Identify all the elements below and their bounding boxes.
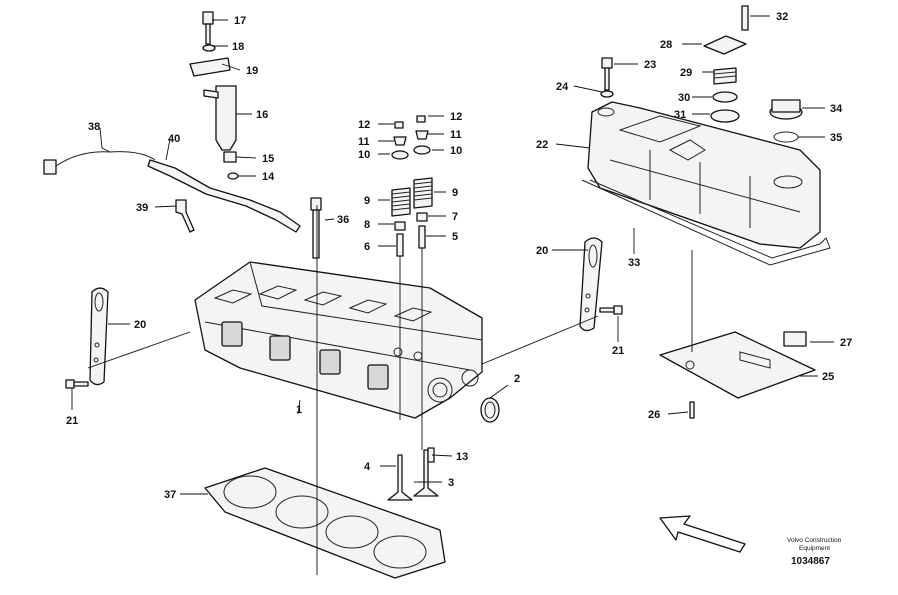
valve-cover (587, 101, 821, 249)
callout-40: 40 (168, 133, 180, 145)
lifting-bracket-right (579, 237, 603, 332)
callout-24: 24 (556, 81, 569, 93)
callout-10-left: 10 (358, 149, 370, 161)
callout-38: 38 (88, 121, 100, 133)
drawing-footer: Volvo Construction Equipment 1034867 (787, 537, 842, 567)
callout-16: 16 (256, 109, 268, 121)
callout-31: 31 (674, 109, 686, 121)
callout-35: 35 (830, 132, 842, 144)
cover-gasket (581, 179, 831, 266)
direction-arrow-icon (659, 515, 746, 553)
callout-15: 15 (262, 153, 274, 165)
callout-9-right: 9 (452, 187, 458, 199)
callout-2: 2 (514, 373, 520, 385)
breather-assembly (703, 5, 749, 123)
callout-8: 8 (364, 219, 370, 231)
callout-6: 6 (364, 241, 370, 253)
drawing-number: 1034867 (791, 556, 830, 567)
callout-20-right: 20 (536, 245, 548, 257)
callout-21-right: 21 (612, 345, 624, 357)
brand-line-1: Volvo Construction (787, 537, 842, 544)
callout-11-right: 11 (450, 129, 462, 141)
callout-36: 36 (337, 214, 349, 226)
callout-17: 17 (234, 15, 246, 27)
callout-37: 37 (164, 489, 176, 501)
callout-14: 14 (262, 171, 275, 183)
callout-32: 32 (776, 11, 788, 23)
callout-11-left: 11 (358, 136, 370, 148)
seal-plug (480, 397, 500, 423)
lifting-bracket-left (89, 287, 109, 386)
callout-18: 18 (232, 41, 244, 53)
callout-labels: 17 18 19 16 15 14 38 40 39 36 20 21 1 37… (66, 11, 852, 501)
callout-5: 5 (452, 231, 458, 243)
callout-34: 34 (830, 103, 843, 115)
callout-20-left: 20 (134, 319, 146, 331)
bolt-21-right (599, 305, 623, 315)
oil-filler-cap (769, 99, 803, 143)
callout-7: 7 (452, 211, 458, 223)
callout-21-left: 21 (66, 415, 78, 427)
cover-bolt (600, 57, 614, 98)
callout-9-left: 9 (364, 195, 370, 207)
callout-28: 28 (660, 39, 672, 51)
callout-33: 33 (628, 257, 640, 269)
callout-12-left: 12 (358, 119, 370, 131)
callout-23: 23 (644, 59, 656, 71)
callout-3: 3 (448, 477, 454, 489)
head-gasket (204, 467, 446, 579)
callout-13: 13 (456, 451, 468, 463)
callout-22: 22 (536, 139, 548, 151)
brand-line-2: Equipment (799, 545, 830, 552)
valve-train-right (413, 115, 433, 249)
callout-29: 29 (680, 67, 692, 79)
callout-30: 30 (678, 92, 690, 104)
head-bolt (310, 197, 322, 259)
callout-25: 25 (822, 371, 834, 383)
callout-10-right: 10 (450, 145, 462, 157)
leader-lines (71, 15, 834, 575)
callout-19: 19 (246, 65, 258, 77)
cylinder-head (194, 261, 483, 419)
callout-1: 1 (296, 404, 302, 416)
callout-26: 26 (648, 409, 660, 421)
callout-39: 39 (136, 202, 148, 214)
callout-4: 4 (364, 461, 371, 473)
bolt-21-left (65, 379, 89, 389)
deflector-plate (659, 331, 816, 419)
injector-assembly (189, 11, 239, 180)
callout-27: 27 (840, 337, 852, 349)
callout-12-right: 12 (450, 111, 462, 123)
valves (387, 447, 439, 501)
valve-train-left (391, 121, 411, 257)
